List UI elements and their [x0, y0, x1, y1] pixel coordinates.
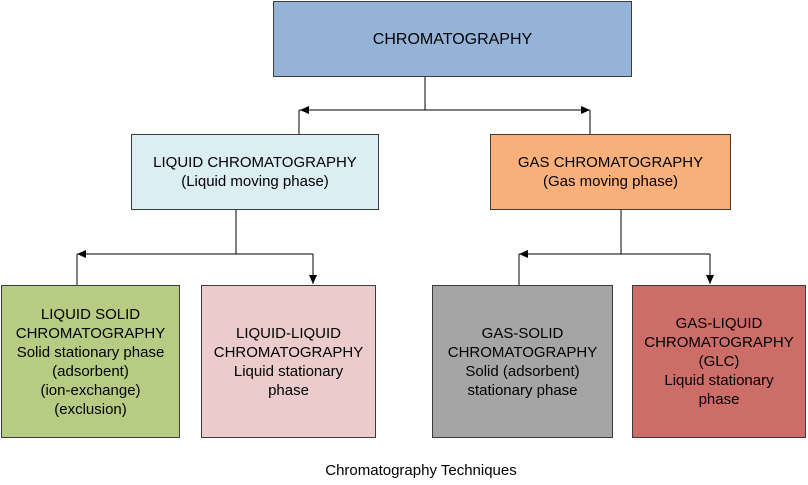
node-liquid-solid-line-5: (ion-exchange): [40, 381, 141, 399]
node-liquid-liquid-line-1: LIQUID-LIQUID: [235, 324, 341, 342]
node-gas-liquid-line-3: (GLC): [698, 353, 740, 370]
node-gas-solid-line-1: GAS-SOLID: [481, 324, 564, 342]
node-liquid-chromatography-subtitle: (Liquid moving phase): [181, 173, 329, 190]
node-liquid-solid-line-2: CHROMATOGRAPHY: [15, 324, 166, 342]
node-liquid-liquid-line-2: CHROMATOGRAPHY: [213, 343, 364, 361]
node-gas-liquid-line-4: Liquid stationary: [664, 372, 774, 389]
node-gas-solid-chromatography: GAS-SOLID CHROMATOGRAPHY Solid (adsorben…: [432, 285, 613, 438]
node-gas-chromatography-subtitle: (Gas moving phase): [542, 173, 679, 190]
node-gas-liquid-line-1: GAS-LIQUID: [675, 315, 763, 332]
node-liquid-liquid-line-4: phase: [268, 381, 309, 399]
node-liquid-liquid-chromatography: LIQUID-LIQUID CHROMATOGRAPHY Liquid stat…: [201, 285, 376, 438]
node-liquid-liquid-line-3: Liquid stationary: [233, 362, 344, 380]
node-liquid-solid-line-1: LIQUID SOLID: [40, 305, 141, 323]
node-liquid-chromatography: LIQUID CHROMATOGRAPHY (Liquid moving pha…: [131, 134, 379, 210]
node-gas-liquid-line-5: phase: [698, 391, 740, 408]
node-liquid-solid-line-4: (adsorbent): [52, 362, 129, 380]
diagram-caption: Chromatography Techniques: [325, 462, 517, 479]
node-liquid-solid-line-6: (exclusion): [54, 400, 127, 418]
node-gas-solid-line-4: stationary phase: [467, 381, 578, 399]
node-gas-liquid-chromatography: GAS-LIQUID CHROMATOGRAPHY (GLC) Liquid s…: [632, 285, 806, 438]
node-gas-chromatography-title: GAS CHROMATOGRAPHY: [517, 154, 704, 171]
node-liquid-solid-line-3: Solid stationary phase: [16, 343, 165, 361]
node-chromatography: CHROMATOGRAPHY: [273, 1, 632, 77]
node-gas-solid-line-3: Solid (adsorbent): [465, 362, 580, 380]
node-gas-chromatography: GAS CHROMATOGRAPHY (Gas moving phase): [490, 134, 731, 210]
node-liquid-chromatography-title: LIQUID CHROMATOGRAPHY: [153, 154, 357, 171]
node-gas-liquid-line-2: CHROMATOGRAPHY: [644, 334, 794, 351]
node-chromatography-line: CHROMATOGRAPHY: [372, 30, 533, 48]
node-gas-solid-line-2: CHROMATOGRAPHY: [447, 343, 598, 361]
node-liquid-solid-chromatography: LIQUID SOLID CHROMATOGRAPHY Solid statio…: [1, 285, 180, 438]
